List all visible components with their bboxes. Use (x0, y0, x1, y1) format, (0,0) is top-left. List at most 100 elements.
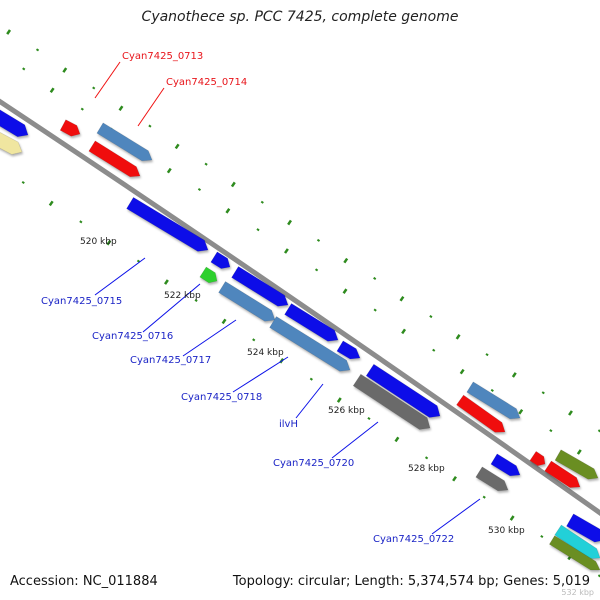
tick-mark-25 (79, 220, 83, 224)
gene-cyan7425-0714-b[interactable] (88, 140, 141, 178)
tick-mark-55 (316, 238, 321, 242)
tick-label-526: 526 kbp (328, 406, 365, 416)
label-ilvh[interactable]: ilvH (279, 419, 298, 430)
tick-mark-31 (252, 338, 256, 342)
tick-mark-53 (260, 200, 264, 204)
gene-cyan7425-0716[interactable] (199, 266, 218, 284)
kbp-ticks: 520 kbp 522 kbp 524 kbp 526 kbp 528 kbp … (80, 237, 525, 536)
tick-mark-26 (106, 239, 112, 246)
accession-text: Accession: NC_011884 (10, 574, 158, 589)
gene-cyan7425-0720[interactable] (352, 373, 431, 430)
tick-mark-9 (256, 228, 260, 232)
gene-cyan7425-0722[interactable] (475, 466, 509, 492)
gene-right-1[interactable] (466, 381, 521, 420)
gene-cyan7425-0718a[interactable] (284, 303, 339, 342)
gene-right-8[interactable] (548, 535, 600, 571)
gene-cyan7425-0720a[interactable] (365, 363, 441, 418)
tick-mark-24 (48, 200, 54, 207)
gene-cyan7425-0718[interactable] (269, 316, 351, 372)
tick-mark-30 (221, 318, 227, 325)
tick-mark-11 (314, 268, 319, 272)
tick-mark-63 (541, 391, 545, 395)
label-cyan7425-0715[interactable]: Cyan7425_0715 (41, 296, 122, 307)
gene-labels: Cyan7425_0713 Cyan7425_0714 Cyan7425_071… (41, 51, 454, 545)
tick-mark-35 (367, 416, 371, 421)
map-title: Cyanothece sp. PCC 7425, complete genome (141, 9, 459, 25)
tick-mark-10 (283, 248, 289, 254)
tick-mark-49 (148, 124, 152, 128)
label-cyan7425-0717[interactable]: Cyan7425_0717 (130, 355, 211, 366)
callout-leaders (94, 61, 481, 535)
leader-line-3 (142, 283, 201, 333)
tick-mark-36 (394, 436, 400, 443)
tick-mark-27 (136, 259, 141, 263)
tick-mark-46 (62, 67, 68, 73)
tick-mark-39 (482, 495, 486, 499)
tick-label-530: 530 kbp (488, 526, 525, 536)
gene-right-4[interactable] (544, 460, 581, 488)
gene-cyan7425-0717a[interactable] (231, 266, 289, 307)
leader-line-5 (232, 356, 289, 393)
tick-label-528: 528 kbp (408, 464, 445, 474)
tick-mark-60 (455, 334, 461, 340)
gene-cyan7425-0717[interactable] (218, 281, 276, 322)
tick-mark-7 (197, 187, 202, 192)
gene-cyan7425-0713[interactable] (59, 119, 81, 137)
tick-mark-33 (309, 377, 313, 381)
label-cyan7425-0718[interactable]: Cyan7425_0718 (181, 392, 262, 403)
label-cyan7425-0716[interactable]: Cyan7425_0716 (92, 331, 173, 342)
tick-mark-37 (424, 456, 429, 460)
tick-mark-61 (485, 353, 489, 357)
label-cyan7425-0713[interactable]: Cyan7425_0713 (122, 51, 203, 62)
tick-label-524: 524 kbp (247, 348, 284, 358)
gene-left-2[interactable] (0, 129, 23, 155)
gene-cyan7425-0722a[interactable] (490, 453, 521, 477)
tick-mark-44 (6, 29, 12, 35)
gene-cyan7425-0714-a[interactable] (96, 122, 153, 162)
gene-right-5[interactable] (554, 449, 599, 480)
feature-track (0, 106, 600, 571)
gene-cyan7425-0716a[interactable] (210, 251, 231, 269)
tick-label-520: 520 kbp (80, 237, 117, 247)
tick-mark-14 (401, 328, 407, 335)
cut-off-tick-label: 532 kbp (561, 588, 594, 597)
label-cyan7425-0722[interactable]: Cyan7425_0722 (373, 534, 454, 545)
tick-mark-16 (459, 368, 465, 375)
tick-mark-38 (452, 475, 457, 482)
tick-mark-41 (540, 534, 544, 539)
leader-line-0 (94, 61, 121, 99)
tick-mark-57 (373, 276, 377, 280)
gene-cyan7425-0715[interactable] (126, 196, 209, 252)
tick-mark-3 (80, 107, 84, 111)
gene-right-6[interactable] (566, 513, 600, 543)
tick-mark-1 (22, 67, 26, 71)
tick-mark-47 (92, 86, 96, 90)
tick-mark-52 (230, 181, 236, 188)
tick-mark-51 (204, 162, 208, 166)
tick-mark-56 (343, 257, 349, 264)
gene-ilvh[interactable] (336, 340, 361, 360)
tick-mark-54 (287, 219, 292, 226)
leader-line-2 (94, 257, 146, 296)
tick-mark-59 (429, 315, 433, 319)
topology-text: Topology: circular; Length: 5,374,574 bp… (232, 574, 590, 589)
leader-line-6 (295, 383, 324, 419)
label-cyan7425-0714[interactable]: Cyan7425_0714 (166, 77, 247, 88)
tick-mark-19 (549, 429, 553, 433)
gene-right-2[interactable] (456, 394, 506, 433)
label-cyan7425-0720[interactable]: Cyan7425_0720 (273, 458, 354, 469)
leader-line-8 (431, 498, 481, 535)
leader-line-7 (331, 421, 379, 459)
tick-mark-17 (490, 388, 494, 392)
gene-left-1[interactable] (0, 106, 29, 138)
tick-mark-13 (373, 308, 377, 312)
tick-mark-6 (166, 167, 172, 174)
gene-right-3[interactable] (529, 450, 546, 467)
leader-line-4 (182, 319, 237, 357)
leader-line-1 (137, 87, 165, 127)
genome-backbone (0, 98, 600, 516)
tick-mark-8 (225, 208, 231, 214)
tick-mark-20 (576, 449, 582, 455)
